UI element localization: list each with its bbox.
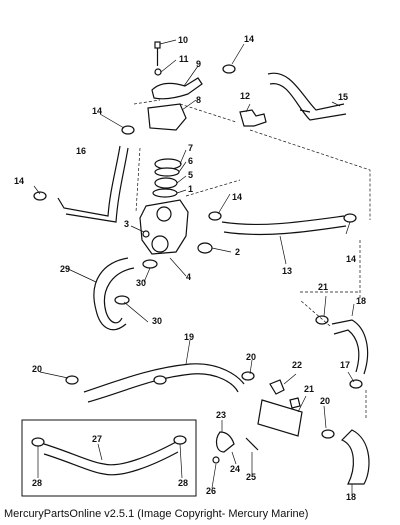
clamp-bracket (215, 431, 235, 453)
callout-number: 29 (60, 264, 70, 274)
dashed-line (133, 99, 371, 420)
hose (93, 257, 135, 331)
callout-number: 15 (338, 92, 348, 102)
callout-number: 7 (188, 143, 193, 153)
gasket (154, 167, 180, 177)
thermostat-housing (139, 199, 189, 255)
callout-number: 18 (346, 492, 356, 502)
cylinder (257, 399, 303, 437)
hose-clamp (315, 315, 329, 325)
callout-number: 30 (136, 278, 146, 288)
bolt (245, 437, 259, 451)
inset-box (21, 419, 197, 497)
hose-clamp (173, 435, 187, 445)
callout-number: 16 (76, 146, 86, 156)
bolt (154, 41, 161, 66)
callout-number: 2 (235, 247, 240, 257)
plug (197, 242, 213, 254)
image-caption: MercuryPartsOnline v2.5.1 (Image Copyrig… (4, 508, 309, 520)
exploded-parts-diagram: 10 11 9 8 7 6 5 1 3 2 4 14 14 14 14 14 1… (14, 34, 371, 502)
callout-number: 22 (292, 360, 302, 370)
hose-clamp (349, 379, 363, 389)
thermostat-housing-cover (147, 103, 187, 131)
callout-number: 20 (246, 352, 256, 362)
callout-number: 19 (184, 332, 194, 342)
callout-number: 17 (340, 360, 350, 370)
hose-clamp (153, 375, 167, 385)
callout-number: 12 (240, 91, 250, 101)
screw (142, 230, 150, 238)
callout-number: 26 (206, 486, 216, 496)
callout-number: 14 (92, 106, 102, 116)
washer (154, 68, 162, 76)
hose (331, 319, 369, 375)
callout-number: 21 (304, 384, 314, 394)
callout-number: 4 (186, 272, 191, 282)
hose (340, 429, 370, 485)
hose-clamp (65, 375, 79, 385)
callout-number: 20 (32, 364, 42, 374)
callout-number: 8 (196, 95, 201, 105)
callout-number: 30 (152, 316, 162, 326)
hose-clamp (241, 371, 255, 381)
hose (43, 441, 179, 476)
callout-number: 14 (346, 254, 356, 264)
hose-clamp (31, 437, 45, 447)
tee-fitting (239, 109, 267, 127)
fitting (269, 379, 301, 409)
leader-lines (33, 39, 355, 496)
callout-number: 10 (178, 35, 188, 45)
callout-number: 18 (356, 296, 366, 306)
callout-number: 3 (124, 219, 129, 229)
callout-number: 5 (188, 170, 193, 180)
callout-number: 28 (32, 478, 42, 488)
hose (57, 145, 129, 223)
hose (83, 363, 245, 403)
callout-number: 27 (92, 434, 102, 444)
hose (221, 215, 347, 236)
callout-number: 20 (320, 396, 330, 406)
callout-number: 25 (246, 472, 256, 482)
thermostat-gasket (152, 188, 178, 198)
callout-number: 21 (318, 282, 328, 292)
callout-number: 28 (178, 478, 188, 488)
callout-number: 14 (244, 34, 254, 44)
callout-number: 23 (216, 410, 226, 420)
callout-number: 13 (282, 266, 292, 276)
callout-number: 11 (179, 54, 189, 64)
callout-number: 24 (230, 464, 240, 474)
callout-number: 14 (14, 176, 24, 186)
hose-clamp (114, 295, 130, 305)
callout-number: 1 (188, 184, 193, 194)
hose (267, 72, 347, 121)
hose-clamp (321, 429, 335, 439)
callout-number: 6 (188, 156, 193, 166)
mounting-bracket (151, 77, 203, 100)
hose-clamp (142, 259, 158, 269)
callout-number: 9 (196, 59, 201, 69)
nut (212, 456, 220, 464)
thermostat (154, 177, 178, 189)
callout-number: 14 (232, 192, 242, 202)
